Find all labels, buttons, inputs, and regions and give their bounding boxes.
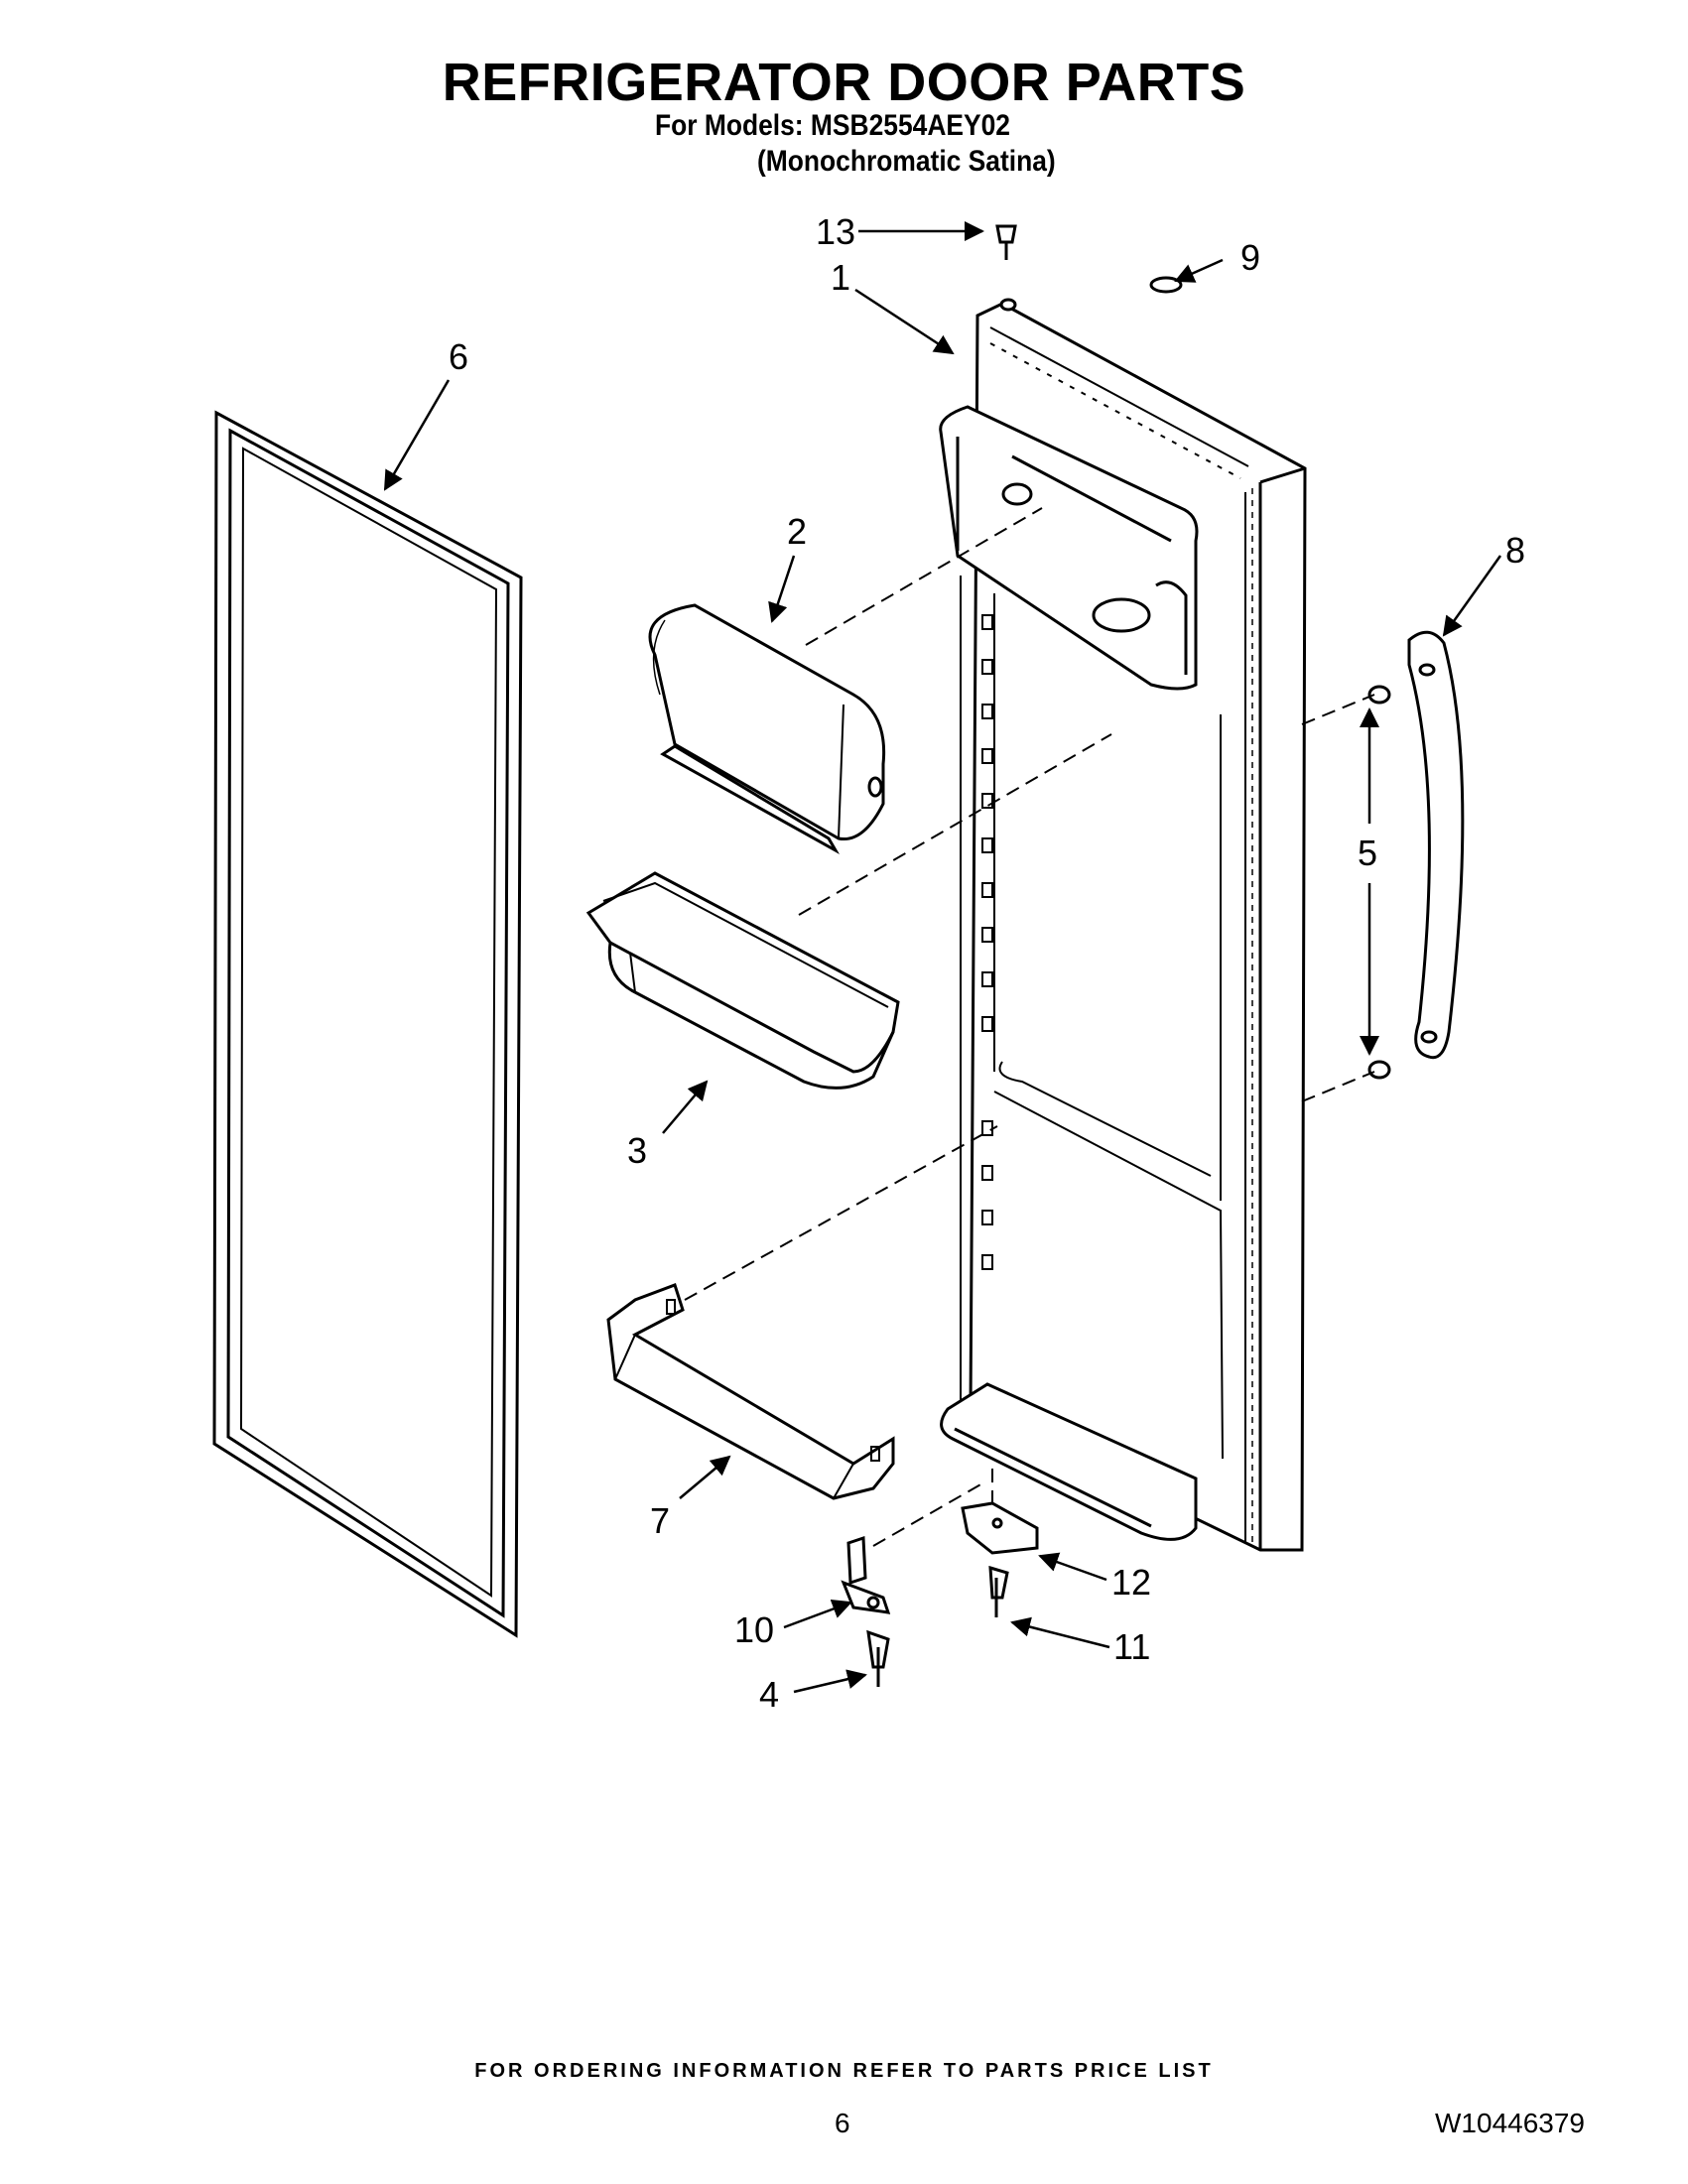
callout-6: 6 <box>449 336 468 377</box>
lower-door-bin <box>606 1283 895 1500</box>
door-liner <box>939 302 1307 1552</box>
callout-2: 2 <box>787 511 807 552</box>
callout-1: 1 <box>831 257 850 298</box>
callout-8: 8 <box>1505 530 1525 571</box>
callout-9: 9 <box>1240 237 1260 278</box>
door-handle <box>1407 630 1465 1060</box>
variant-line: (Monochromatic Satina) <box>757 145 1056 178</box>
callout-4: 4 <box>759 1674 779 1715</box>
plug-button <box>1149 276 1183 294</box>
hinge-pin <box>841 1535 891 1614</box>
hinge-bracket <box>961 1501 1039 1555</box>
page-title: REFRIGERATOR DOOR PARTS <box>442 53 1246 112</box>
dairy-door <box>648 603 886 854</box>
callout-10: 10 <box>734 1609 774 1650</box>
models-line: For Models: MSB2554AEY02 <box>655 109 1010 142</box>
document-number: W10446379 <box>1435 2108 1586 2138</box>
callout-labels: 13 9 1 6 2 8 5 3 7 12 10 11 4 <box>449 211 1525 1715</box>
ordering-note: FOR ORDERING INFORMATION REFER TO PARTS … <box>474 2060 1214 2082</box>
door-gasket <box>212 410 523 1638</box>
alignment-lines <box>684 507 1375 1547</box>
handle-spacers <box>1367 685 1391 1080</box>
callout-5: 5 <box>1358 833 1377 873</box>
callout-3: 3 <box>627 1130 647 1171</box>
callout-12: 12 <box>1111 1562 1151 1603</box>
leader-arrows <box>383 221 1502 1694</box>
callout-13: 13 <box>816 211 855 252</box>
page-number: 6 <box>835 2108 850 2138</box>
callout-11: 11 <box>1113 1626 1150 1667</box>
callout-7: 7 <box>650 1500 670 1541</box>
hinge-screw-11 <box>988 1565 1009 1617</box>
hinge-screw-4 <box>866 1629 890 1687</box>
door-stop <box>995 224 1017 312</box>
door-bin <box>585 871 900 1090</box>
